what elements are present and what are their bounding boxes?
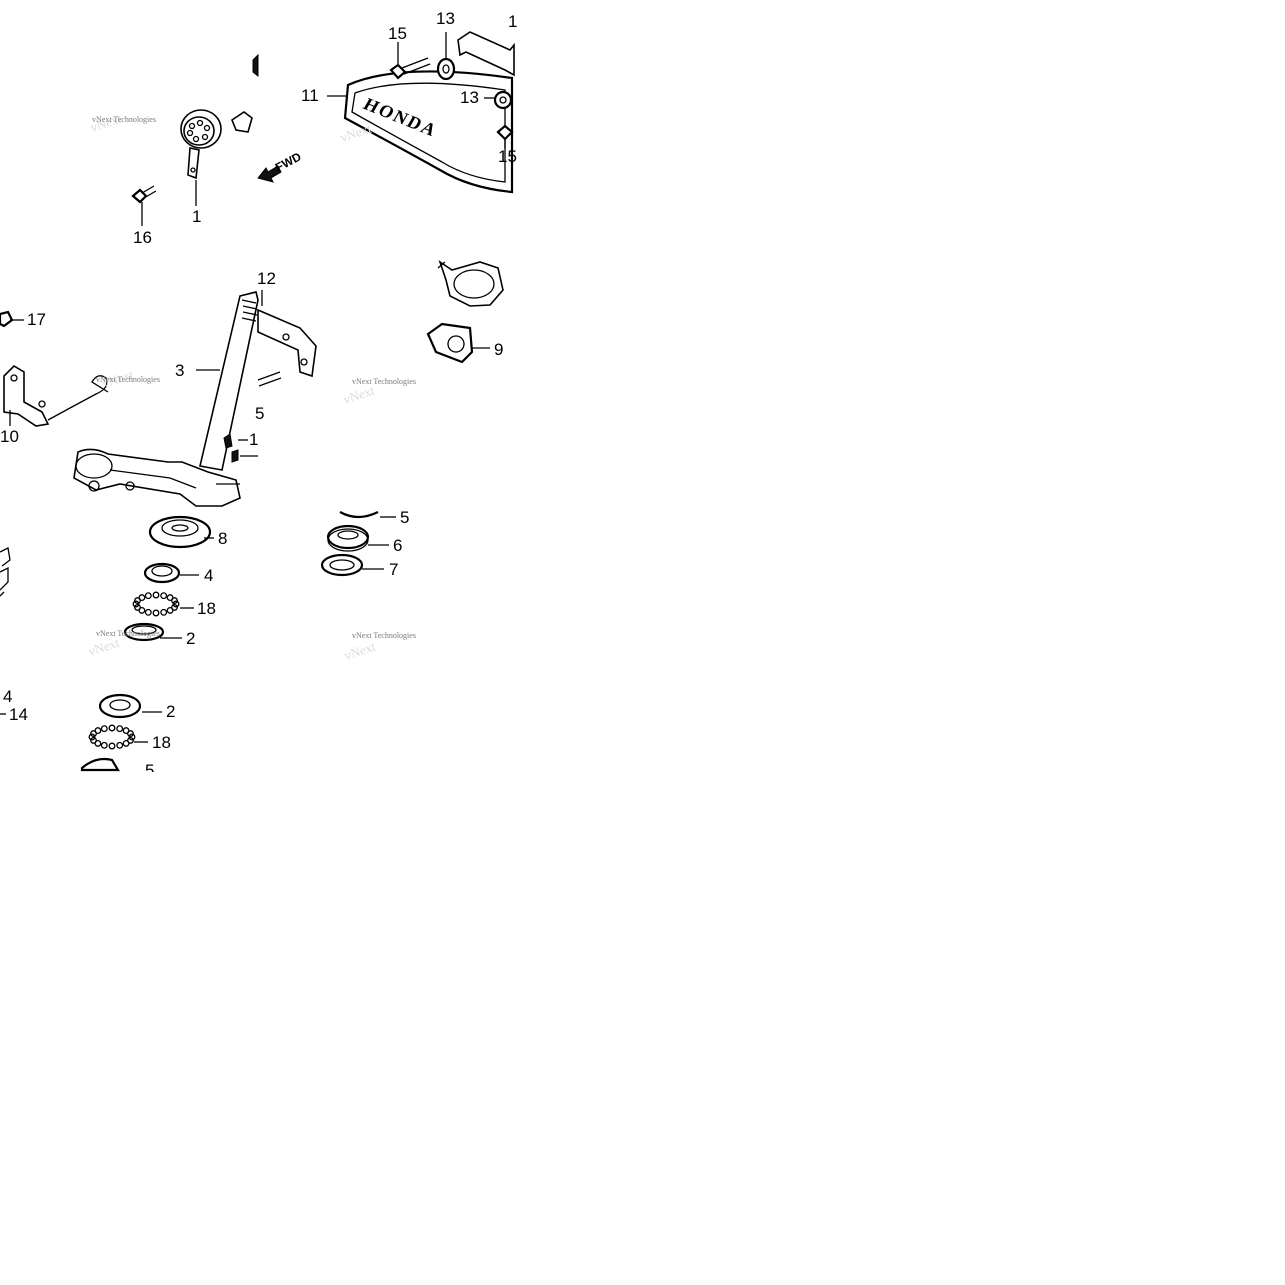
bolt-16-part xyxy=(131,185,157,226)
part-labels: 1 16 15 13 1 11 13 15 12 17 9 3 5 10 1 5… xyxy=(0,9,517,780)
bracket-10-part xyxy=(3,364,109,427)
label-part-15-right: 15 xyxy=(498,147,517,166)
bearing-ball xyxy=(88,733,96,741)
nut-13-top-part xyxy=(436,32,456,81)
watermark-1: vNext Technologies xyxy=(92,115,156,124)
washer-7-part xyxy=(320,553,384,577)
fwd-arrow-icon: FWD xyxy=(257,149,304,183)
bearing-ball xyxy=(144,592,152,600)
bolt-15-right-part xyxy=(496,124,514,148)
label-part-5-mid: 5 xyxy=(255,404,264,423)
bearing-ball xyxy=(132,600,140,608)
steering-stem-part xyxy=(73,290,317,507)
race-2-top-part xyxy=(123,622,182,642)
bearing-ball xyxy=(128,733,136,741)
horn-part xyxy=(180,109,253,206)
bearing-ball xyxy=(94,727,102,735)
label-part-1: 1 xyxy=(192,207,201,226)
bearing-ball xyxy=(152,609,160,617)
bearing-ball xyxy=(171,597,178,605)
bearing-ball xyxy=(90,736,97,744)
bearing-ball xyxy=(100,741,108,749)
label-part-3: 3 xyxy=(175,361,184,380)
bearing-ball xyxy=(134,603,141,611)
balls-18-top-part xyxy=(132,591,194,617)
label-part-11: 11 xyxy=(301,86,319,105)
label-part-15-top: 15 xyxy=(388,24,407,43)
label-part-16: 16 xyxy=(133,228,152,247)
svg-text:vNext: vNext xyxy=(342,639,377,663)
watermark-2: vNext Technologies xyxy=(96,375,160,384)
nut-13-right-part xyxy=(484,90,513,110)
watermark-4: vNext Technologies xyxy=(96,629,160,638)
bearing-ball xyxy=(100,725,108,733)
emblem-part: HONDA xyxy=(343,70,514,194)
label-part-5-right: 5 xyxy=(400,508,409,527)
race-4-part xyxy=(143,562,199,584)
label-part-10: 10 xyxy=(0,427,19,446)
watermark-3: vNext Technologies xyxy=(352,377,416,386)
svg-text:vNext: vNext xyxy=(341,383,376,407)
bolt-15-top-part xyxy=(389,42,431,80)
balls-18-bottom-part xyxy=(88,724,148,750)
nut-6-part xyxy=(326,524,389,552)
top-clamp-part xyxy=(437,260,504,307)
bearing-ball xyxy=(166,606,174,614)
bolt-17-part xyxy=(0,310,24,328)
label-part-12: 12 xyxy=(257,269,276,288)
fwd-label: FWD xyxy=(273,149,304,174)
label-part-1-mid: 1 xyxy=(249,430,258,449)
label-part-18-top: 18 xyxy=(197,599,216,618)
bearing-8-part xyxy=(148,515,214,549)
bearing-ball xyxy=(108,742,116,750)
cup-5-right-part xyxy=(339,511,396,519)
label-part-13-top: 13 xyxy=(436,9,455,28)
bearing-ball xyxy=(108,724,116,732)
label-part-4-stack: 4 xyxy=(204,566,213,585)
label-part-1-top-right: 1 xyxy=(508,12,517,31)
label-part-8: 8 xyxy=(218,529,227,548)
label-part-9: 9 xyxy=(494,340,503,359)
label-part-17: 17 xyxy=(27,310,46,329)
label-part-2-bottom: 2 xyxy=(166,702,175,721)
bearing-ball xyxy=(160,592,168,600)
bearing-ball xyxy=(160,608,168,616)
race-2-bottom-part xyxy=(98,693,162,719)
bearing-ball xyxy=(122,739,130,747)
bearing-ball xyxy=(152,591,160,599)
label-part-7: 7 xyxy=(389,560,398,579)
bearing-ball xyxy=(116,725,124,733)
bearing-ball xyxy=(144,608,152,616)
label-part-18-bottom: 18 xyxy=(152,733,171,752)
label-part-4-left: 4 xyxy=(3,687,12,706)
bearing-ball xyxy=(172,600,180,608)
bearing-ball xyxy=(127,730,134,738)
block-9-part xyxy=(426,322,490,364)
label-part-2-top: 2 xyxy=(186,629,195,648)
svg-text:vNext: vNext xyxy=(86,635,121,659)
label-part-5-bottom: 5 xyxy=(145,761,154,780)
bearing-ball xyxy=(116,741,124,749)
label-part-14: 14 xyxy=(9,705,28,724)
cup-5-bottom-part xyxy=(80,757,120,772)
watermark-5: vNext Technologies xyxy=(352,631,416,640)
label-part-13-right: 13 xyxy=(460,88,479,107)
svg-text:vNext: vNext xyxy=(338,121,373,145)
bearing-ball xyxy=(138,594,146,602)
label-part-6: 6 xyxy=(393,536,402,555)
